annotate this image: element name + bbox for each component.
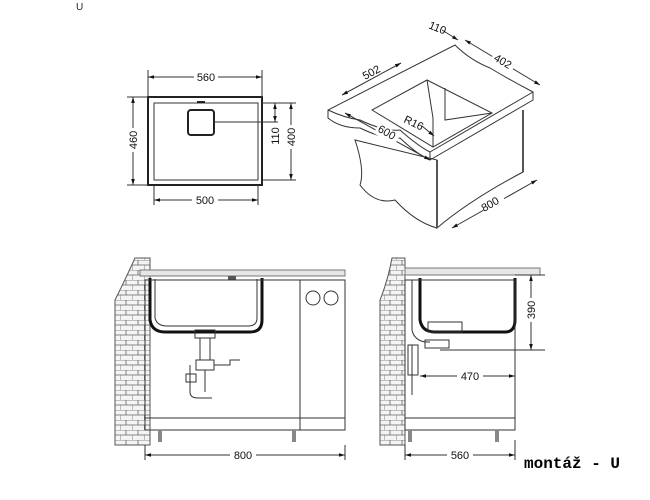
top-view: 560 460 110 400 500 — [127, 70, 298, 207]
siphon-trap — [185, 329, 240, 399]
dim-110-iso: 110 — [427, 20, 448, 38]
wall-left — [114, 257, 151, 446]
dim-470: 470 — [461, 371, 479, 383]
countertop-side — [404, 267, 541, 276]
dim-110: 110 — [270, 127, 282, 145]
dim-400: 400 — [286, 128, 298, 146]
view-label: U — [76, 2, 84, 13]
front-section-view: 800 — [114, 257, 346, 462]
countertop — [139, 269, 346, 277]
cabinet — [144, 279, 346, 431]
dim-560-side: 560 — [451, 450, 469, 462]
dim-502: 502 — [361, 63, 383, 82]
dim-560: 560 — [197, 72, 215, 84]
caption: montáž - U — [524, 455, 621, 473]
sink-bowl-section — [148, 278, 264, 334]
dim-500: 500 — [196, 195, 214, 207]
dim-800-front: 800 — [234, 450, 252, 462]
sink-bowl — [153, 102, 259, 181]
sink-outer-rim — [147, 96, 263, 186]
isometric-view: 502 402 110 R16 600 800 — [327, 20, 541, 230]
side-section-view: 390 470 560 — [379, 257, 545, 462]
dim-390: 390 — [526, 301, 538, 319]
wall-right — [379, 257, 406, 446]
dim-460: 460 — [128, 131, 140, 149]
drain-square-icon — [187, 109, 215, 136]
